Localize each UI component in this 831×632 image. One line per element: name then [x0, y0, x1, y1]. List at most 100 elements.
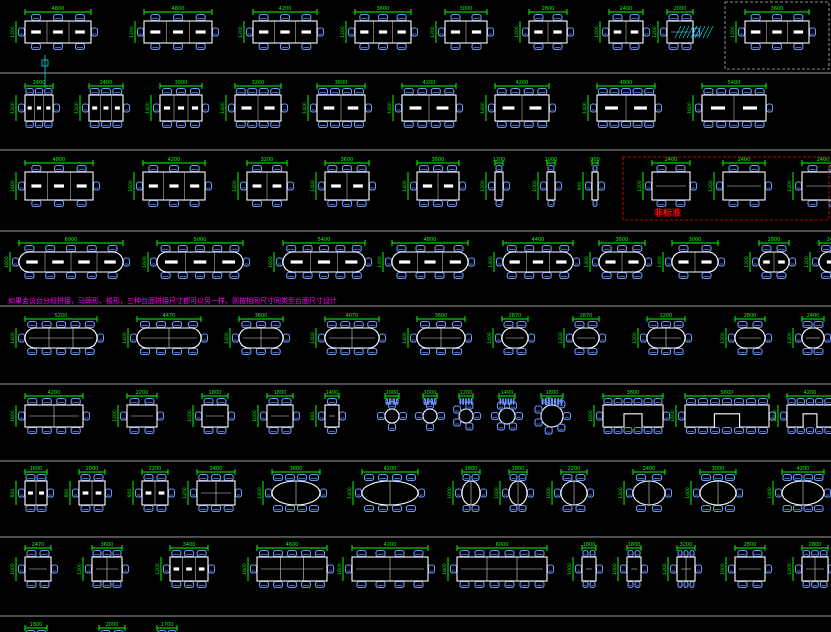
- chair-icon: [609, 120, 620, 129]
- chair-icon: [519, 580, 530, 589]
- chair-icon: [802, 320, 813, 329]
- chair-icon: [787, 397, 796, 406]
- chair-icon: [635, 473, 647, 482]
- chair-icon: [270, 120, 281, 129]
- chair-icon: [41, 426, 52, 435]
- chair-icon: [664, 488, 673, 498]
- dimension-label: 4200: [797, 466, 810, 472]
- chair-icon: [356, 549, 367, 558]
- table-insert: [27, 106, 32, 110]
- chair-icon: [347, 27, 356, 37]
- chair-icon: [24, 271, 35, 280]
- chair-icon: [548, 103, 557, 113]
- dimension-label: 5200: [55, 313, 68, 319]
- dimension-label: 2400: [665, 157, 678, 163]
- chair-icon: [764, 181, 773, 191]
- chair-icon: [356, 580, 367, 589]
- chair-icon: [433, 397, 437, 406]
- chair-icon: [807, 164, 818, 173]
- chair-icon: [654, 103, 663, 113]
- table-insert: [75, 30, 85, 34]
- table-insert: [449, 260, 461, 264]
- table-insert: [46, 106, 51, 110]
- chair-icon: [280, 103, 289, 113]
- chair-icon: [24, 244, 35, 253]
- table-top: [818, 251, 831, 273]
- dimension-label: 2800: [744, 313, 757, 319]
- dimension-label: 3600: [335, 80, 348, 86]
- chair-icon: [737, 549, 748, 558]
- chair-icon: [432, 164, 444, 173]
- chair-icon: [518, 504, 527, 513]
- chair-icon: [745, 426, 757, 435]
- chair-icon: [503, 347, 514, 356]
- chair-icon: [189, 199, 200, 208]
- chair-icon: [317, 411, 326, 421]
- chair-icon: [414, 411, 424, 421]
- table-insert: [750, 30, 761, 34]
- table-top: [498, 407, 516, 425]
- chair-icon: [258, 580, 270, 589]
- dimension-label: 1600: [142, 256, 148, 268]
- chair-icon: [168, 164, 180, 173]
- chair-icon: [504, 549, 515, 558]
- chair-icon: [562, 504, 573, 513]
- chair-icon: [450, 42, 461, 51]
- dimension-label: 1800: [30, 622, 43, 628]
- table-top: [581, 556, 597, 582]
- chair-icon: [813, 504, 824, 513]
- chair-icon: [802, 580, 811, 589]
- table-insert: [436, 106, 449, 110]
- chair-icon: [633, 426, 643, 435]
- chair-icon: [272, 473, 284, 482]
- chair-icon: [724, 473, 736, 482]
- chair-icon: [395, 397, 399, 406]
- table-top: [734, 556, 766, 582]
- chair-icon: [504, 397, 507, 406]
- chair-icon: [625, 488, 634, 498]
- chair-icon: [572, 257, 581, 267]
- table-insert: [82, 491, 89, 495]
- chair-icon: [70, 320, 81, 329]
- dimension-label: 1600: [588, 410, 594, 422]
- chair-icon: [582, 549, 589, 558]
- chair-icon: [223, 473, 234, 482]
- chair-icon: [675, 164, 686, 173]
- chair-icon: [353, 87, 365, 96]
- chair-icon: [417, 87, 428, 96]
- table-insert: [772, 30, 782, 34]
- chair-icon: [728, 87, 740, 96]
- chair-icon: [623, 426, 633, 435]
- chair-icon: [757, 426, 769, 435]
- chair-icon: [820, 271, 831, 280]
- dimension-label: 1200: [77, 563, 83, 575]
- chair-icon: [660, 320, 672, 329]
- chair-icon: [823, 333, 831, 343]
- chair-icon: [144, 397, 155, 406]
- chair-icon: [474, 549, 485, 558]
- magenta-design-note: 如果会议台分段拼接，马蹄形、梭形，三种台面拼接尺寸都可以另一样，则按相同尺寸同类…: [8, 297, 337, 305]
- chair-icon: [518, 473, 527, 482]
- chair-icon: [627, 580, 634, 589]
- chair-icon: [241, 347, 252, 356]
- table-insert: [177, 106, 185, 110]
- chair-icon: [227, 103, 236, 113]
- hatch-line: [674, 25, 682, 39]
- table-top: [256, 556, 328, 582]
- chair-icon: [74, 13, 86, 22]
- dimension-label: 1600: [128, 180, 134, 192]
- chair-icon: [44, 87, 53, 96]
- dimension-label: 2200: [136, 390, 149, 396]
- dimension-label: 2800: [809, 542, 822, 548]
- table-insert: [52, 260, 64, 264]
- chair-icon: [471, 504, 480, 513]
- chair-icon: [356, 164, 367, 173]
- dimension-label: 1800: [442, 563, 448, 575]
- chair-icon: [157, 629, 167, 632]
- dimension-label: 3200: [261, 157, 274, 163]
- chair-icon: [377, 42, 389, 51]
- chair-icon: [31, 164, 42, 173]
- chair-icon: [351, 271, 362, 280]
